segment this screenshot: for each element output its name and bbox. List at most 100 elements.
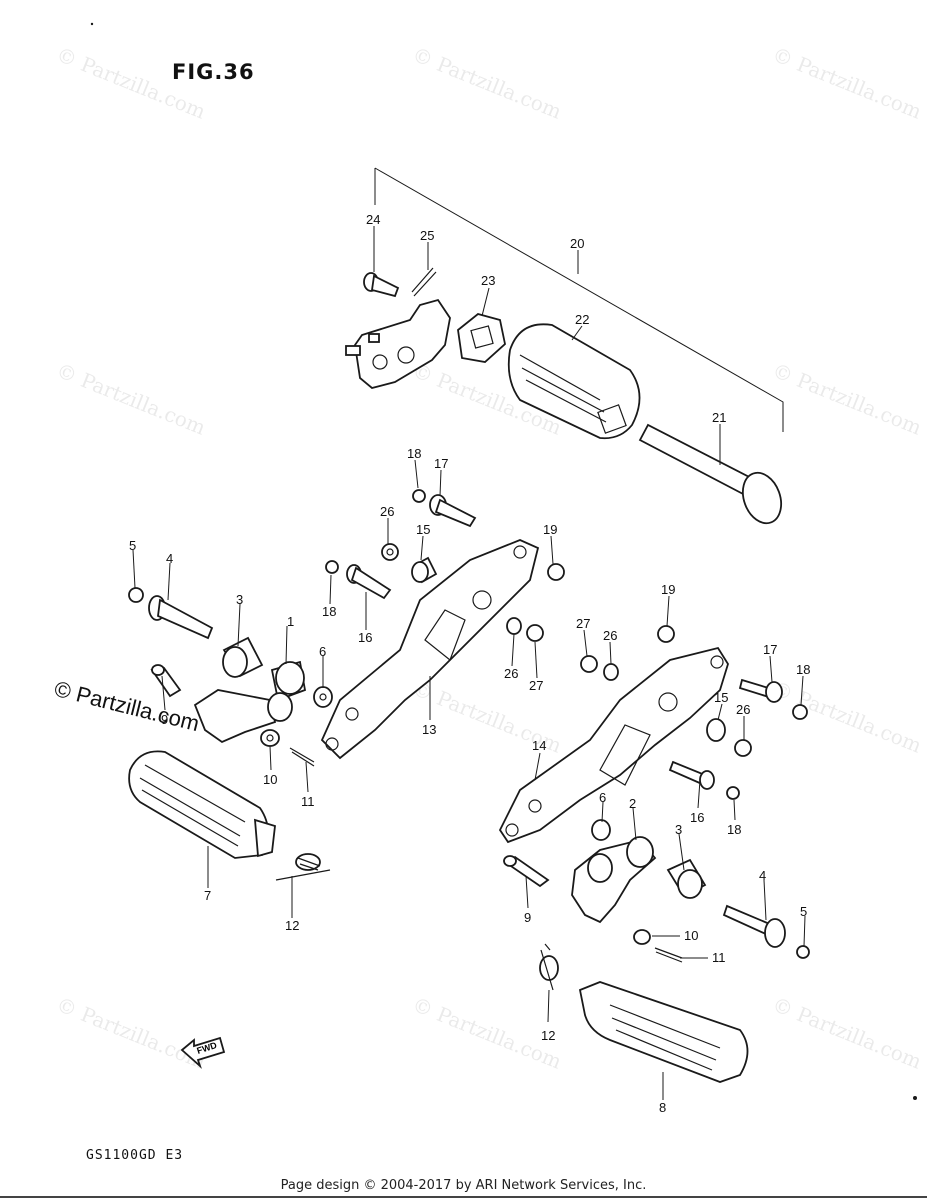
nut-18-center-part xyxy=(412,489,426,503)
bolt-17-center-part xyxy=(429,494,477,528)
bolt-4-left-part xyxy=(148,595,214,640)
nut-18-right2-part xyxy=(726,786,740,800)
footpeg-shaft-21-part xyxy=(638,423,783,525)
clevis-pin-part xyxy=(363,272,400,298)
callout-15-right: 15 xyxy=(714,690,728,705)
callout-6-right: 6 xyxy=(599,790,606,805)
bolt-16-center-part xyxy=(346,564,392,600)
nut-27-part xyxy=(526,624,544,642)
callout-3-right: 3 xyxy=(675,822,682,837)
footpeg-rubber-22-part xyxy=(507,323,641,440)
leader-lines xyxy=(132,226,806,1100)
callout-3-left: 3 xyxy=(236,592,243,607)
callout-17-center: 17 xyxy=(434,456,448,471)
pin-9-right-part xyxy=(503,855,550,888)
callout-4-left: 4 xyxy=(166,551,173,566)
nut-18-right-part xyxy=(792,704,808,720)
washer-26-center-part xyxy=(381,543,399,561)
callout-16-center: 16 xyxy=(358,630,372,645)
upper-bracket-part xyxy=(345,298,451,389)
nut-5-left-part xyxy=(128,587,144,603)
callout-26-d: 26 xyxy=(736,702,750,717)
callout-7: 7 xyxy=(204,888,211,903)
cotter-11-left-part xyxy=(289,747,315,767)
washer-26-right2-part xyxy=(734,739,752,757)
callout-19-center: 19 xyxy=(543,522,557,537)
washer-26b-part xyxy=(506,617,522,635)
model-code: GS1100GD E3 xyxy=(86,1148,184,1163)
callout-27-b: 27 xyxy=(576,616,590,631)
callout-18-a: 18 xyxy=(407,446,421,461)
callout-2: 2 xyxy=(629,796,636,811)
callout-6-left: 6 xyxy=(319,644,326,659)
fwd-arrow-icon: FWD xyxy=(180,1036,226,1069)
callout-labels: 1 2 3 3 4 4 5 5 6 6 7 8 9 9 10 10 11 11 … xyxy=(129,212,810,1115)
callout-5-right: 5 xyxy=(800,904,807,919)
callout-26-a: 26 xyxy=(380,504,394,519)
assembly-bracket xyxy=(374,167,784,432)
callout-14: 14 xyxy=(532,738,546,753)
nut-5-right-part xyxy=(796,945,810,959)
washer-6-left-part xyxy=(313,686,333,708)
callout-16-right: 16 xyxy=(690,810,704,825)
footer-divider xyxy=(0,1196,927,1198)
callout-27-a: 27 xyxy=(529,678,543,693)
bushing-15-right-part xyxy=(706,718,726,742)
callout-23: 23 xyxy=(481,273,495,288)
bolt-4-right-part xyxy=(722,904,786,948)
footpeg-7-part xyxy=(128,750,276,859)
cotter-11-right-part xyxy=(654,947,683,963)
bushing-3-right-part xyxy=(666,858,707,899)
callout-26-c: 26 xyxy=(603,628,617,643)
callout-25: 25 xyxy=(420,228,434,243)
spring-12-right-part xyxy=(539,943,559,991)
callout-24: 24 xyxy=(366,212,380,227)
callout-10-left: 10 xyxy=(263,772,277,787)
callout-17-right: 17 xyxy=(763,642,777,657)
callout-8: 8 xyxy=(659,1100,666,1115)
callout-12-left: 12 xyxy=(285,918,299,933)
callout-12-right: 12 xyxy=(541,1028,555,1043)
washer-10-right-part xyxy=(633,929,651,945)
callout-18-d: 18 xyxy=(727,822,741,837)
callout-11-left: 11 xyxy=(301,794,315,809)
nut-19-center-part xyxy=(547,563,565,581)
callout-19-right: 19 xyxy=(661,582,675,597)
callout-15-center: 15 xyxy=(416,522,430,537)
callout-26-b: 26 xyxy=(504,666,518,681)
bolt-17-right-part xyxy=(738,678,783,703)
footpeg-8-part xyxy=(578,981,749,1083)
callout-18-c: 18 xyxy=(796,662,810,677)
callout-9-left: 9 xyxy=(161,712,168,727)
page-footer: Page design © 2004-2017 by ARI Network S… xyxy=(280,1178,647,1193)
pivot-1-part xyxy=(193,660,307,744)
nut-18b-center-part xyxy=(325,560,339,574)
callout-1: 1 xyxy=(287,614,294,629)
bolt-16-right-part xyxy=(668,760,715,790)
callout-18-b: 18 xyxy=(322,604,336,619)
spring-12-left-part xyxy=(275,853,331,881)
left-bracket-13-part xyxy=(320,539,540,760)
bushing-3-left-part xyxy=(222,636,264,678)
bushing-15-center-part xyxy=(411,556,438,584)
callout-9-right: 9 xyxy=(524,910,531,925)
callout-22: 22 xyxy=(575,312,589,327)
right-bracket-14-part xyxy=(498,646,729,844)
figure-title: FIG.36 xyxy=(172,60,255,84)
callout-20: 20 xyxy=(570,236,584,251)
washer-26-right-part xyxy=(603,663,619,681)
pin-9-left-part xyxy=(150,664,182,698)
washer-23-part xyxy=(457,313,506,363)
callout-21: 21 xyxy=(712,410,726,425)
washer-6-right-part xyxy=(591,819,611,841)
callout-4-right: 4 xyxy=(759,868,766,883)
cotter-pin-part xyxy=(411,267,437,297)
nut-27-right-part xyxy=(580,655,598,673)
pivot-2-part xyxy=(571,836,657,924)
callout-5-left: 5 xyxy=(129,538,136,553)
washer-10-left-part xyxy=(260,729,280,747)
callout-10-right: 10 xyxy=(684,928,698,943)
callout-13: 13 xyxy=(422,722,436,737)
